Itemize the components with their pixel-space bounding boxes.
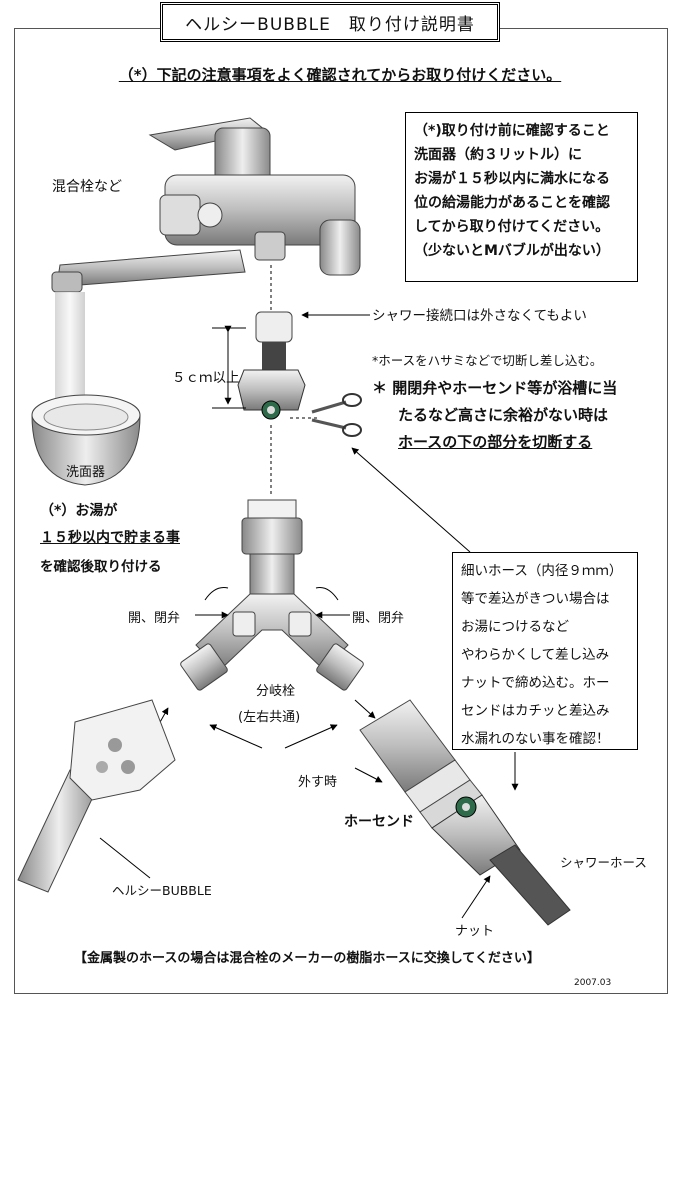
water-stream (55, 292, 85, 412)
branch-valve-label: 分岐栓 (256, 684, 296, 699)
shower-connector-fitting (237, 311, 306, 420)
pre-install-line: してから取り付けてください。 (414, 219, 610, 235)
healthy-bubble-device (17, 699, 176, 893)
faucet-label: 混合栓など (52, 179, 122, 195)
cut-note-3: ホースの下の部分を切断する (398, 433, 593, 451)
date-label: 2007.03 (574, 978, 612, 988)
pre-install-box: （*)取り付け前に確認すること 洗面器（約３リットル）に お湯が１５秒以内に満水… (405, 112, 638, 282)
remove-label: 外す時 (298, 775, 338, 790)
footer-note: 【金属製のホースの場合は混合栓のメーカーの樹脂ホースに交換してください】 (74, 951, 540, 966)
thin-hose-box: 細いホース（内径９ｍｍ） 等で差込がきつい場合は お湯につけるなど やわらかくし… (452, 552, 638, 750)
y-splitter-illustration (180, 499, 364, 691)
cut-note-small: *ホースをハサミなどで切断し差し込む。 (372, 353, 603, 368)
thin-hose-line: 等で差込がきつい場合は (461, 591, 610, 607)
diagram-illustration (17, 117, 571, 926)
pre-install-line: お湯が１５秒以内に満水になる (414, 171, 610, 187)
thin-hose-line: お湯につけるなど (461, 619, 569, 635)
cut-note-1: ＊ 開閉弁やホーセンド等が浴槽に当 (372, 379, 618, 397)
page-title: ヘルシーBUBBLE 取り付け説明書 (160, 2, 500, 42)
basin-note-1: （*）お湯が (40, 503, 118, 519)
valve-left-label: 開、閉弁 (128, 611, 181, 626)
cut-note-2: たるなど高さに余裕がない時は (398, 406, 609, 424)
pre-install-line: （*)取り付け前に確認すること (414, 123, 610, 139)
thin-hose-line: 細いホース（内径９ｍｍ） (461, 563, 623, 579)
thin-hose-line: センドはカチッと差込み (461, 703, 610, 719)
basin-note-3: を確認後取り付ける (40, 559, 162, 575)
thin-hose-line: やわらかくして差し込み (461, 647, 610, 663)
caution-line: （*）下記の注意事項をよく確認されてからお取り付けください。 (118, 66, 562, 84)
thin-hose-line: ナットで締め込む。ホー (461, 675, 610, 691)
pre-install-line: （少ないとMバブルが出ない） (414, 243, 610, 259)
healthy-bubble-label: ヘルシーBUBBLE (112, 883, 212, 898)
hose-end-illustration (359, 699, 571, 926)
pre-install-line: 洗面器（約３リットル）に (414, 147, 582, 163)
shared-label: (左右共通) (238, 710, 301, 725)
nut-label: ナット (455, 924, 495, 939)
basin-label: 洗面器 (66, 465, 106, 480)
five-cm-label: ５ｃｍ以上 (172, 370, 240, 386)
basin-illustration (31, 394, 141, 486)
pre-install-line: 位の給湯能力があることを確認 (414, 195, 610, 211)
scissors-icon (290, 393, 362, 437)
shower-connector-label: シャワー接続口は外さなくてもよい (372, 308, 587, 324)
basin-note-2: １５秒以内で貯まる事 (40, 530, 180, 546)
valve-right-label: 開、閉弁 (352, 611, 405, 626)
faucet-illustration (51, 117, 361, 293)
thin-hose-line: 水漏れのない事を確認！ (461, 731, 610, 747)
shower-hose-label: シャワーホース (560, 855, 647, 870)
hose-end-label: ホーセンド (344, 814, 414, 830)
